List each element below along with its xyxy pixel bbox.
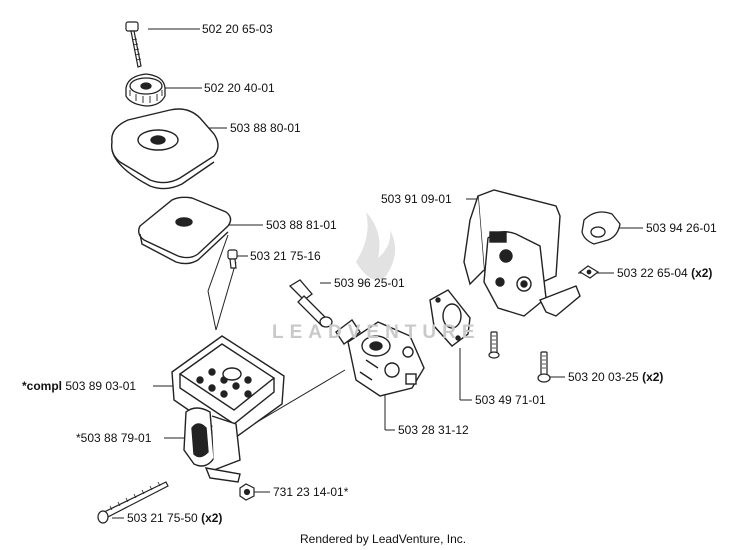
screw-503-21-75-16 — [227, 249, 238, 269]
part-label-503-88-80-01[interactable]: 503 88 80-01 — [230, 121, 301, 135]
carburetor-503-28-31-12 — [335, 318, 425, 397]
intake-adapter-503-88-79-01 — [183, 407, 241, 483]
screw-503-20-03-25-b — [537, 351, 551, 383]
part-label-503-94-26-01[interactable]: 503 94 26-01 — [646, 221, 717, 235]
part-prefix: *compl — [22, 379, 63, 393]
part-label-503-21-75-50[interactable]: 503 21 75-50 (x2) — [127, 511, 222, 525]
gasket-503-49-71-01 — [429, 289, 471, 347]
screw-502-20-65-03 — [125, 21, 142, 68]
part-number: 503 21 75-50 — [127, 511, 198, 525]
bolt-503-21-75-50 — [97, 481, 169, 524]
part-label-503-22-65-04[interactable]: 503 22 65-04 (x2) — [617, 266, 712, 280]
carb-holder-503-91-09-01 — [463, 189, 581, 317]
part-label-503-91-09-01[interactable]: 503 91 09-01 — [381, 192, 452, 206]
filter-503-88-81-01 — [137, 196, 232, 265]
part-label-502-20-65-03[interactable]: 502 20 65-03 — [202, 22, 273, 36]
bracket-503-94-26-01 — [581, 211, 621, 245]
part-label-502-20-40-01[interactable]: 502 20 40-01 — [204, 81, 275, 95]
part-quantity: (x2) — [691, 266, 713, 280]
watermark-logo-icon — [356, 212, 396, 280]
part-label-compl-503-89-03-01[interactable]: *compl 503 89 03-01 — [22, 379, 136, 393]
part-label-503-20-03-25[interactable]: 503 20 03-25 (x2) — [568, 370, 663, 384]
nut-731-23-14-01 — [239, 483, 255, 501]
part-label-503-88-81-01[interactable]: 503 88 81-01 — [266, 218, 337, 232]
part-label-503-96-25-01[interactable]: 503 96 25-01 — [334, 276, 405, 290]
part-label-731-23-14-01[interactable]: 731 23 14-01* — [273, 485, 349, 499]
part-number: 503 20 03-25 — [568, 370, 639, 384]
part-label-503-88-79-01[interactable]: *503 88 79-01 — [76, 431, 152, 445]
watermark-text: LEADVENTURE — [272, 322, 481, 343]
knob-502-20-40-01 — [125, 73, 166, 107]
part-quantity: (x2) — [201, 511, 223, 525]
part-label-503-49-71-01[interactable]: 503 49 71-01 — [475, 393, 546, 407]
footer-credit: Rendered by LeadVenture, Inc. — [300, 532, 467, 546]
part-number: 503 89 03-01 — [65, 379, 137, 393]
air-filter-cover-503-88-80-01 — [110, 108, 219, 190]
screw-503-20-03-25-a — [488, 331, 500, 359]
part-label-503-28-31-12[interactable]: 503 28 31-12 — [398, 423, 469, 437]
part-number: 503 22 65-04 — [617, 266, 688, 280]
leader-lines — [112, 28, 643, 519]
choke-link-503-96-25-01 — [288, 279, 333, 328]
part-label-503-21-75-16[interactable]: 503 21 75-16 — [250, 249, 321, 263]
part-quantity: (x2) — [642, 370, 664, 384]
washer-503-22-65-04 — [578, 265, 600, 279]
